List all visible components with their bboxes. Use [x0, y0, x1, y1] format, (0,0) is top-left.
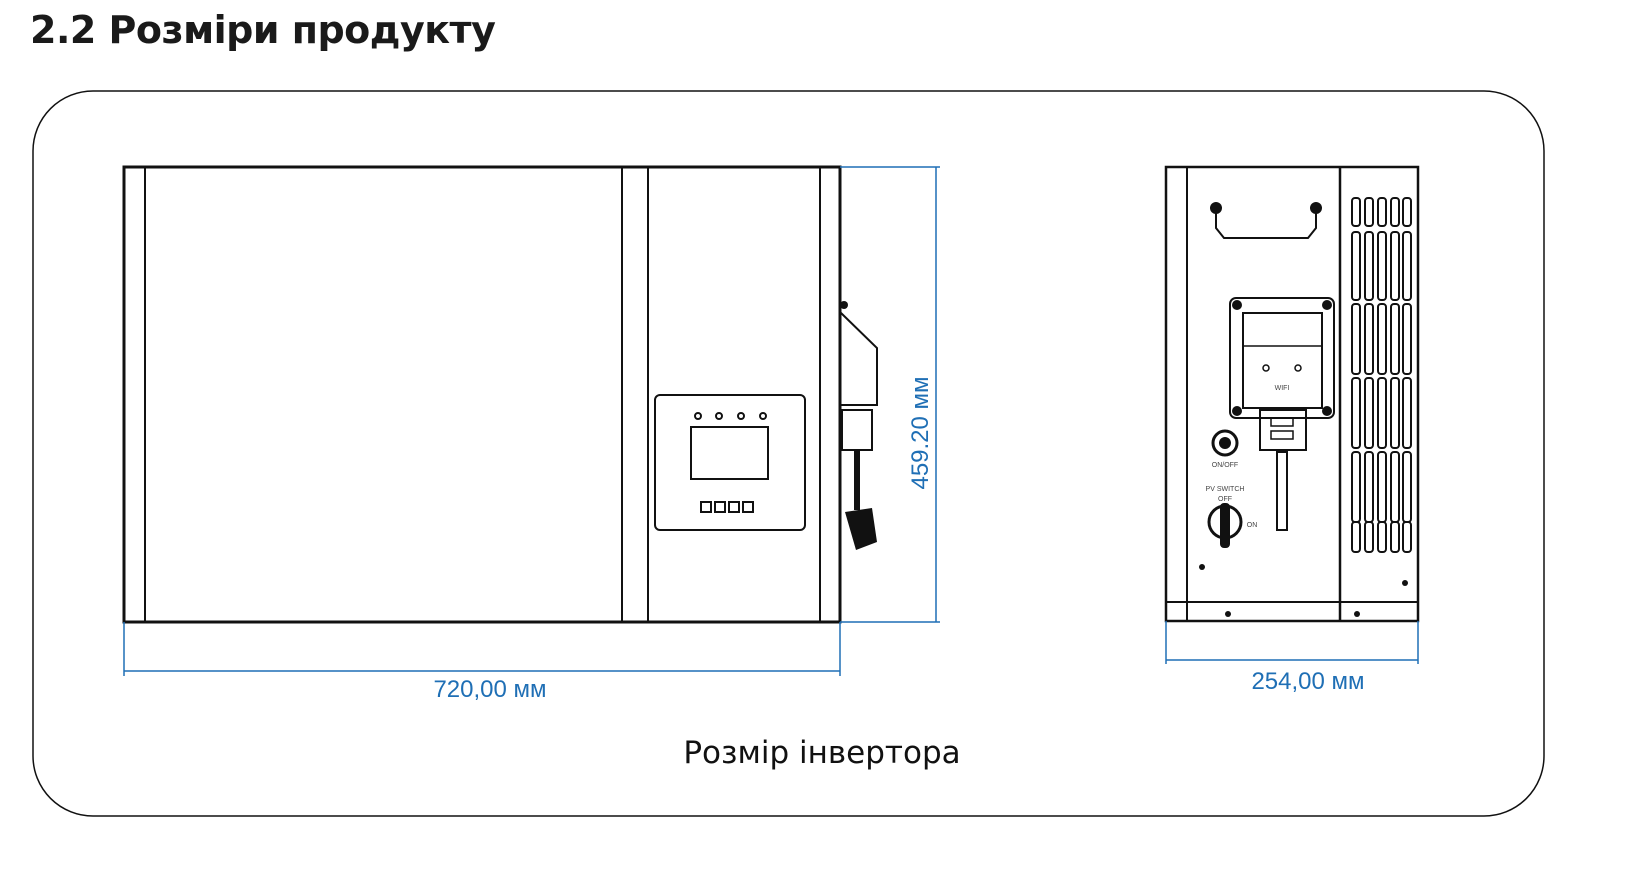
front-view [122, 165, 878, 624]
vent-slot [1402, 231, 1412, 301]
vent-slot [1377, 231, 1387, 301]
pv-on-label: ON [1247, 522, 1258, 529]
height-dimension: 459.20 мм [840, 166, 940, 623]
side-antenna-profile [839, 301, 878, 550]
vent-slot [1377, 303, 1387, 375]
depth-dimension: 254,00 мм [1165, 621, 1419, 695]
vent-slot [1377, 521, 1387, 553]
width-label: 720,00 мм [433, 676, 546, 703]
vent-slot [1390, 197, 1400, 227]
handle [1210, 202, 1322, 239]
depth-label: 254,00 мм [1251, 668, 1364, 695]
vent-slot [1402, 303, 1412, 375]
vent-slot [1351, 521, 1361, 553]
section-heading: 2.2 Розміри продукту [30, 8, 496, 52]
figure-caption: Розмір інвертора [683, 735, 960, 771]
on-off-button: ON/OFF [1211, 429, 1239, 469]
height-label: 459.20 мм [907, 376, 934, 489]
vent-slot [1390, 231, 1400, 301]
pv-switch-label: PV SWITCH [1206, 486, 1245, 493]
vent-slot [1351, 303, 1361, 375]
vent-slot [1402, 521, 1412, 553]
pv-switch: PV SWITCH OFF ON [1206, 486, 1258, 548]
vent-grille [1351, 197, 1412, 553]
wifi-label: WIFI [1275, 385, 1290, 392]
vent-slot [1364, 377, 1374, 449]
wifi-module: WIFI [1229, 297, 1335, 531]
figure-frame [32, 90, 1545, 817]
pv-off-label: OFF [1218, 496, 1232, 503]
vent-slot [1364, 303, 1374, 375]
width-dimension: 720,00 мм [123, 622, 841, 703]
vent-slot [1351, 377, 1361, 449]
vent-slot [1351, 197, 1361, 227]
vent-slot [1402, 197, 1412, 227]
vent-slot [1364, 521, 1374, 553]
side-view: WIFI ON/OFF PV SWITCH OFF ON [1164, 165, 1420, 623]
vent-slot [1402, 377, 1412, 449]
vent-slot [1390, 303, 1400, 375]
vent-slot [1351, 231, 1361, 301]
vent-slot [1364, 231, 1374, 301]
vent-slot [1364, 451, 1374, 523]
display-panel [654, 394, 806, 531]
vent-slot [1377, 377, 1387, 449]
vent-slot [1364, 197, 1374, 227]
vent-slot [1390, 451, 1400, 523]
vent-slot [1377, 451, 1387, 523]
vent-slot [1390, 377, 1400, 449]
vent-slot [1402, 451, 1412, 523]
on-off-label: ON/OFF [1212, 462, 1238, 469]
vent-slot [1390, 521, 1400, 553]
vent-slot [1351, 451, 1361, 523]
vent-slot [1377, 197, 1387, 227]
